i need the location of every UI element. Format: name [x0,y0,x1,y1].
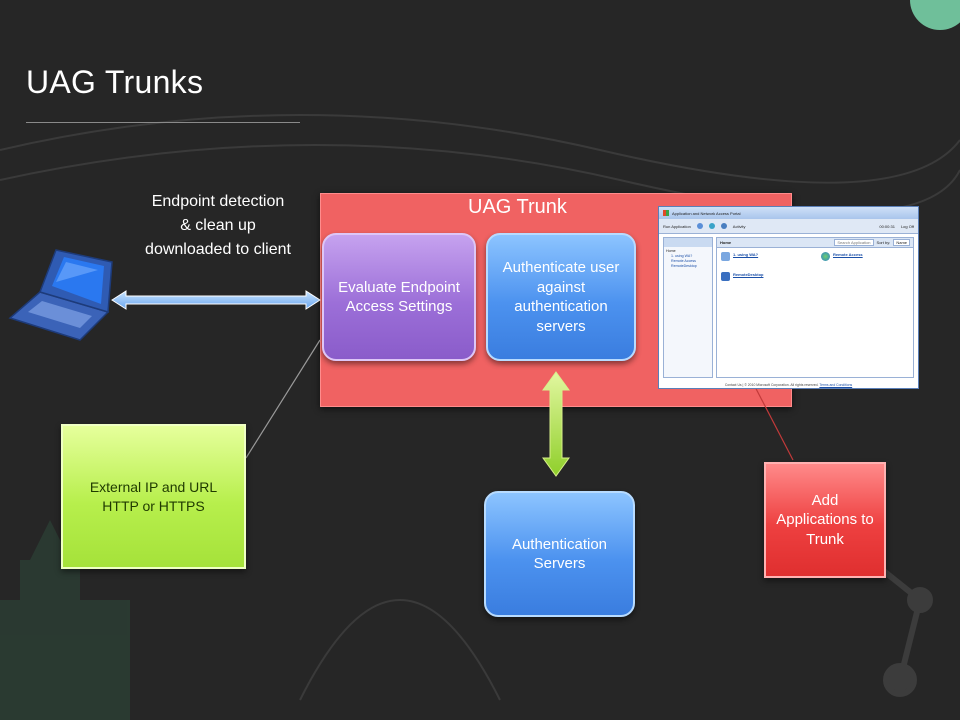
external-ip-line1: External IP and URL [89,479,218,496]
sort-by-select[interactable]: Name [893,239,910,246]
authentication-servers-node: Authentication Servers [484,491,635,617]
nav-item-remote-desktop[interactable]: RemoteDesktop [671,264,697,268]
external-callout-line [245,339,321,459]
portal-window-title: Application and Network Access Portal [672,210,741,216]
search-input[interactable]: Search Application [834,239,874,246]
portal-app-item[interactable]: Remote Access [821,252,863,261]
portal-app-item[interactable]: 1. using WA? [721,252,758,261]
authentication-servers-label: Authentication Servers [511,535,608,573]
evaluate-endpoint-node: Evaluate Endpoint Access Settings [322,233,476,361]
nav-item-using-wa[interactable]: 1. using WA? [671,254,693,258]
session-time: 00:00:31 [879,223,895,229]
external-ip-node: External IP and URL HTTP or HTTPS [61,424,246,569]
main-header-title: Home [720,240,732,245]
endpoint-note-line3: downloaded to client [145,241,291,258]
app-item-label[interactable]: Remote Access [833,252,863,257]
sort-by-label: Sort by: [876,240,891,245]
footer-terms-link[interactable]: Terms and Conditions [819,383,853,387]
footer-copyright: © 2010 Microsoft Corporation. All rights… [744,383,819,387]
remote-desktop-icon [721,272,730,281]
run-application-menu[interactable]: Run Application [663,223,691,229]
external-ip-line2: HTTP or HTTPS [102,497,205,514]
page-title: UAG Trunks [26,64,204,100]
app-item-label[interactable]: RemoteDesktop [733,272,764,277]
endpoint-note-line2: & clean up [180,217,256,234]
portal-screenshot: Application and Network Access Portal Ru… [658,206,919,389]
portal-footer: Contact Us | © 2010 Microsoft Corporatio… [724,383,853,387]
auth-servers-arrow [542,371,570,477]
portal-main: Home Search Application Sort by: Name 1.… [716,237,914,378]
toolbar-icon-3[interactable] [720,223,727,229]
portal-main-header: Home Search Application Sort by: Name [717,238,913,248]
authenticate-user-label: Authenticate user against authentication… [502,259,620,335]
add-applications-node: Add Applications to Trunk [764,462,886,578]
log-off-button[interactable]: Log Off [900,223,914,229]
uag-trunk-label: UAG Trunk [468,196,567,218]
footer-contact[interactable]: Contact Us [724,383,742,387]
windows-logo-icon [663,210,669,216]
portal-nav-header [664,238,712,247]
toolbar-icon-2[interactable] [708,223,715,229]
app-document-icon [721,252,730,261]
evaluate-endpoint-label: Evaluate Endpoint Access Settings [338,278,460,316]
toolbar-icon-1[interactable] [696,223,703,229]
add-applications-label: Add Applications to Trunk [776,491,874,548]
nav-item-remote-access[interactable]: Remote Access [671,259,696,263]
portal-body: Home 1. using WA? Remote Access RemoteDe… [663,237,914,378]
endpoint-note: Endpoint detection & clean up downloaded… [118,190,318,262]
portal-toolbar: Run Application Activity 00:00:31 Log Of… [659,219,918,234]
endpoint-note-line1: Endpoint detection [151,193,285,210]
globe-icon [821,252,830,261]
authenticate-user-node: Authenticate user against authentication… [486,233,636,361]
app-item-label[interactable]: 1. using WA? [733,252,759,257]
portal-nav: Home 1. using WA? Remote Access RemoteDe… [663,237,713,378]
activity-button[interactable]: Activity [732,223,746,229]
nav-item-home[interactable]: Home [666,249,676,253]
title-divider [26,122,300,123]
laptop-icon [8,249,113,341]
portal-app-item[interactable]: RemoteDesktop [721,272,763,281]
portal-titlebar: Application and Network Access Portal [659,207,918,219]
client-trunk-arrow [111,290,321,310]
